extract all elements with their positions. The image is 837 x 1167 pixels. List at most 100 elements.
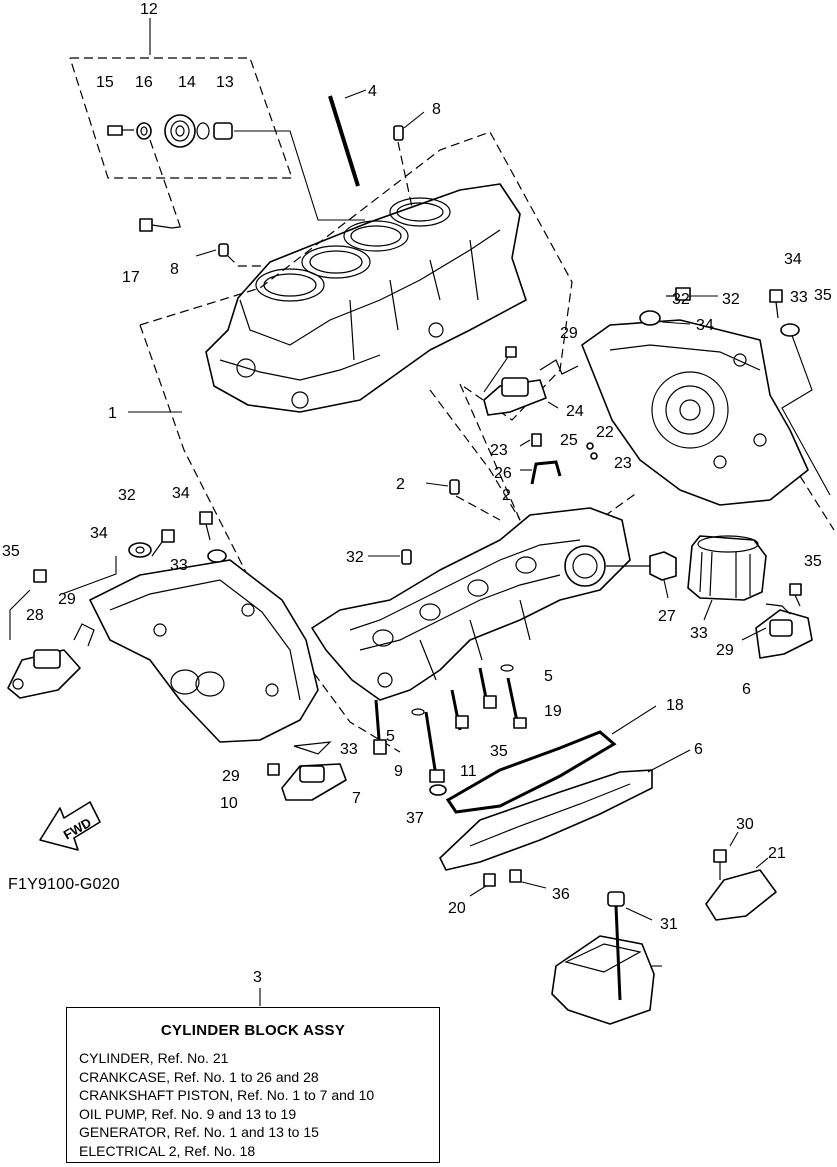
assembly-list: CYLINDER, Ref. No. 21 CRANKCASE, Ref. No…	[79, 1049, 427, 1161]
callout-number: 34	[172, 485, 190, 502]
callout-number: 35	[2, 543, 20, 560]
lower-crankcase	[311, 507, 631, 701]
stud-4-icon	[328, 89, 367, 187]
bolts-20-21	[469, 869, 547, 897]
callout-number: 22	[596, 424, 614, 441]
callout-number: 13	[216, 74, 234, 91]
callout-number: 31	[660, 916, 678, 933]
callout-number: 15	[96, 74, 114, 91]
assembly-line: OIL PUMP, Ref. No. 9 and 13 to 19	[79, 1105, 297, 1122]
left-cover	[89, 559, 319, 743]
callout-number: 32	[722, 291, 740, 308]
crankcase-bolts	[373, 664, 527, 796]
callout-number: 7	[352, 790, 361, 807]
assembly-line: CYLINDER, Ref. No. 21	[79, 1050, 229, 1066]
callout-number: 26	[494, 465, 512, 482]
callout-number: 12	[140, 1, 158, 18]
callout-number: 35	[814, 287, 832, 304]
callout-number: 6	[742, 681, 751, 698]
assembly-title: CYLINDER BLOCK ASSY	[160, 1022, 346, 1039]
callout-number: 34	[696, 317, 714, 334]
cylinder-block	[205, 183, 527, 413]
callout-number: 10	[220, 795, 238, 812]
right-cover	[581, 319, 835, 531]
callout-number: 2	[396, 476, 405, 493]
callout-number: 30	[736, 816, 754, 833]
callout-number: 16	[135, 74, 153, 91]
o-ring-14-icon	[196, 122, 210, 140]
callout-number: 1	[108, 405, 117, 422]
dowel-2-upper-icon	[425, 479, 501, 521]
washer-16-icon	[136, 122, 152, 140]
assembly-info-box: CYLINDER BLOCK ASSY CYLINDER, Ref. No. 2…	[66, 1007, 440, 1163]
callout-number: 18	[666, 697, 684, 714]
callout-number: 8	[432, 101, 441, 118]
callout-number: 23	[490, 442, 508, 459]
callout-number: 29	[716, 642, 734, 659]
oil-pan-18	[439, 749, 691, 871]
callout-number: 33	[340, 741, 358, 758]
plug-13-icon	[213, 122, 233, 140]
electrical-box-31	[551, 891, 662, 1025]
bracket-29-left	[7, 623, 95, 699]
bolt-15-icon	[107, 125, 134, 136]
callout-number: 28	[26, 607, 44, 624]
figure-code: F1Y9100-G020	[8, 876, 120, 893]
callout-number: 14	[178, 74, 196, 91]
fwd-arrow-icon: FWD	[39, 801, 101, 851]
callout-number: 35	[490, 743, 508, 760]
fitting-28	[606, 551, 677, 599]
assembly-line: CRANKCASE, Ref. No. 1 to 26 and 28	[79, 1068, 319, 1085]
callout-number: 29	[58, 591, 76, 608]
callout-number: 27	[658, 608, 676, 625]
bracket-29-upper	[483, 346, 579, 416]
callout-number: 2	[502, 487, 511, 504]
group-12-outline	[69, 18, 293, 179]
callout-number: 8	[170, 261, 179, 278]
callout-number: 33	[170, 557, 188, 574]
callout-number: 5	[386, 728, 395, 745]
callout-number: 6	[694, 741, 703, 758]
callout-number: 23	[614, 455, 632, 472]
callout-number: 37	[406, 810, 424, 827]
callout-number: 29	[222, 768, 240, 785]
callout-number: 34	[784, 251, 802, 268]
assembly-line: ELECTRICAL 2, Ref. No. 18	[79, 1142, 256, 1159]
callout-number: 32	[118, 487, 136, 504]
callout-number: 33	[690, 625, 708, 642]
callout-number: 4	[368, 83, 377, 100]
callout-number: 9	[394, 763, 403, 780]
assembly-line: GENERATOR, Ref. No. 1 and 13 to 15	[79, 1124, 319, 1141]
right-fasteners	[639, 287, 800, 337]
callout-number: 3	[253, 969, 262, 986]
callout-number: 17	[122, 269, 140, 286]
dowel-2-lower-icon	[368, 549, 412, 565]
callout-number: 32	[672, 291, 690, 308]
callout-number: 33	[790, 289, 808, 306]
bolt-17-icon	[139, 218, 187, 232]
oil-pipe-22	[519, 433, 598, 485]
callout-number: 11	[460, 763, 477, 780]
gasket-19	[445, 705, 657, 814]
assembly-line: CRANKSHAFT PISTON, Ref. No. 1 to 7 and 1…	[79, 1087, 375, 1104]
bracket-29-right	[741, 583, 813, 659]
callout-number: 35	[804, 553, 822, 570]
callout-number: 20	[448, 900, 466, 917]
dowel-8-lower-icon	[195, 243, 262, 267]
callout-number: 34	[90, 525, 108, 542]
left-fasteners	[9, 511, 227, 640]
callout-number: 36	[552, 886, 570, 903]
bracket-30	[705, 831, 777, 921]
filter-cap-icon	[164, 114, 196, 148]
bracket-29-lower	[267, 741, 347, 801]
callout-number: 19	[544, 703, 562, 720]
callout-number: 32	[346, 549, 364, 566]
oil-filter-27	[687, 535, 767, 621]
callout-number: 24	[566, 403, 584, 420]
callout-number: 21	[768, 845, 786, 862]
callout-number: 5	[544, 668, 553, 685]
oil-cap-parts	[107, 114, 365, 227]
callout-number: 29	[560, 325, 578, 342]
